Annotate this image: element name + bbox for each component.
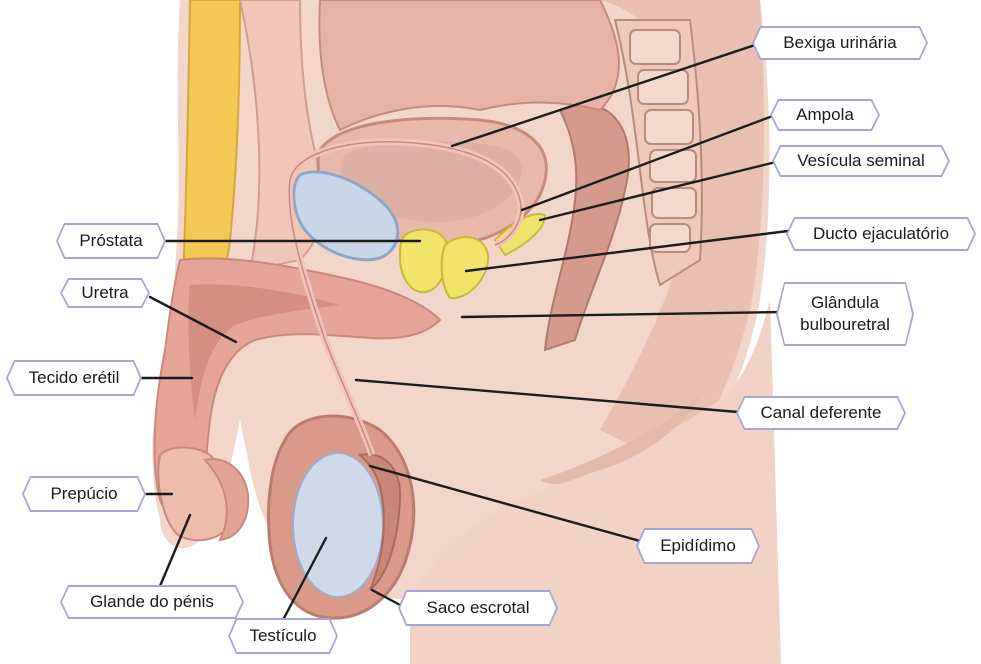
label-uretra: Uretra	[60, 278, 150, 308]
label-bexiga: Bexiga urinária	[752, 26, 928, 60]
label-prostata: Próstata	[56, 223, 166, 259]
label-canal: Canal deferente	[736, 396, 906, 430]
label-glandula: Glândula bulbouretral	[776, 282, 914, 346]
label-saco: Saco escrotal	[398, 590, 558, 626]
label-vesicula: Vesícula seminal	[772, 145, 950, 177]
label-ampola: Ampola	[770, 99, 880, 131]
label-epididimo: Epidídimo	[636, 528, 760, 564]
label-testiculo: Testículo	[228, 618, 338, 654]
label-glande: Glande do pénis	[60, 585, 244, 619]
label-tecido: Tecido erétil	[6, 360, 142, 396]
label-prepucio: Prepúcio	[22, 476, 146, 512]
label-ducto: Ducto ejaculatório	[786, 217, 976, 251]
